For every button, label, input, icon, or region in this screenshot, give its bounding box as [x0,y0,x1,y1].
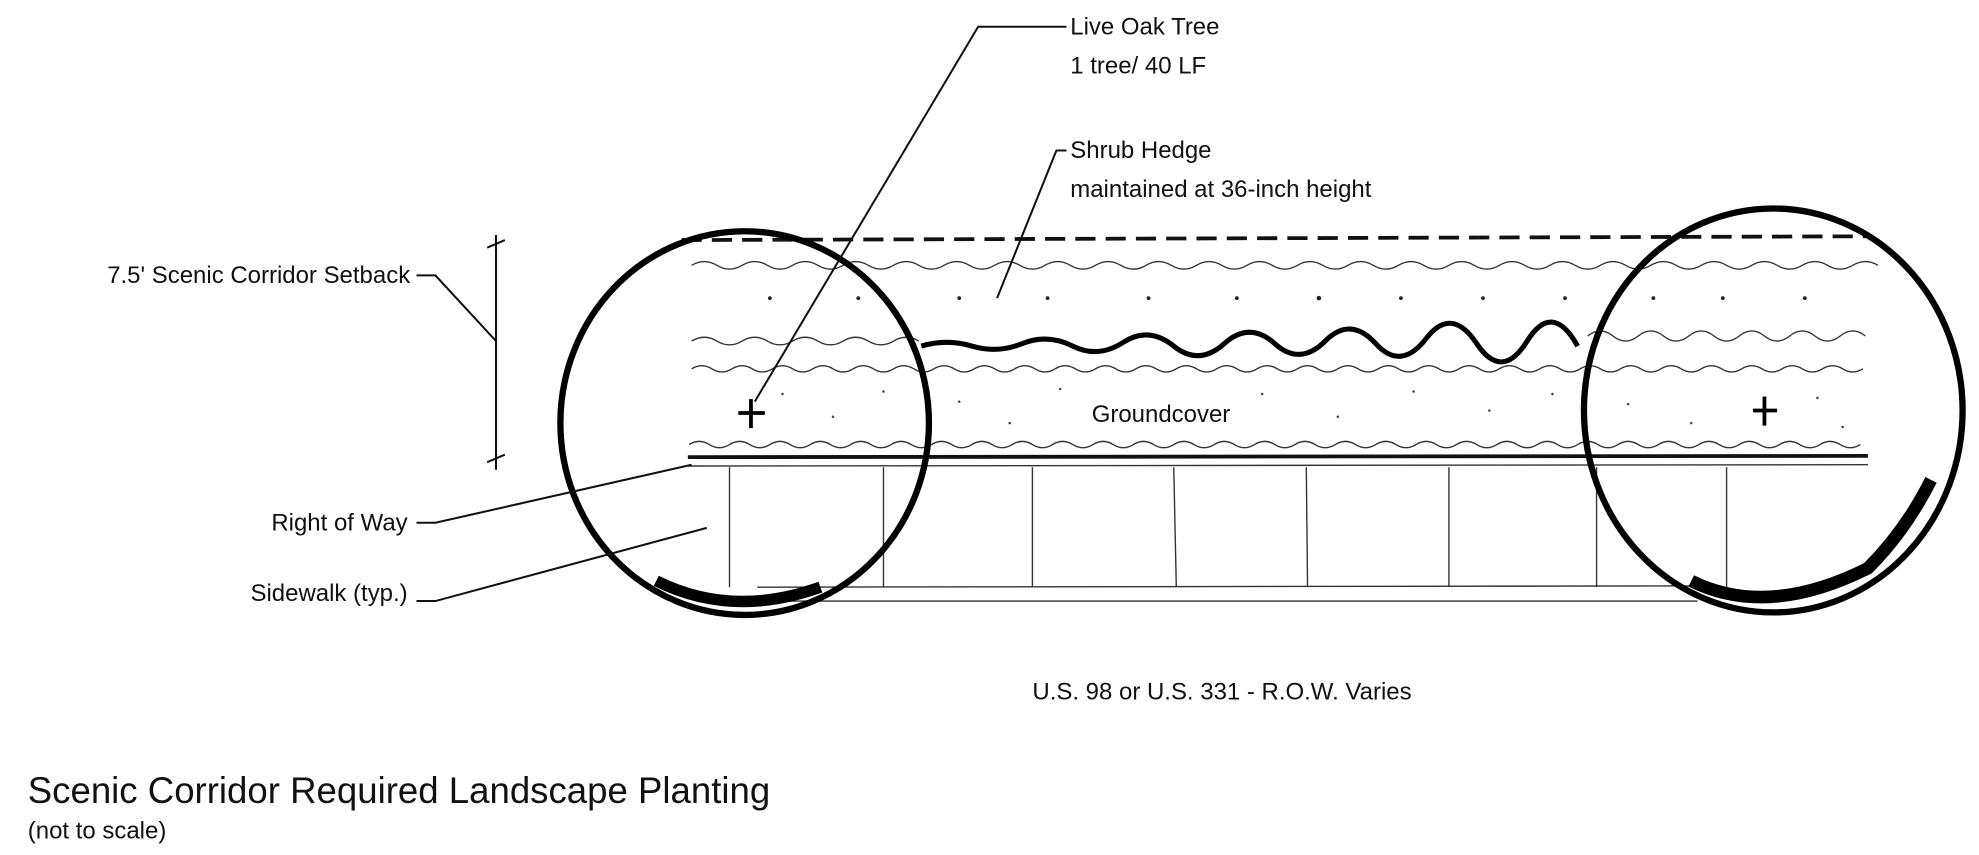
live-oak-tree-right [1580,205,1966,616]
tree-center-plus-icon [1753,396,1778,426]
live-oak-leader [753,25,1067,403]
groundcover-area: Groundcover [688,364,1864,449]
groundcover-label: Groundcover [1092,401,1231,428]
live-oak-label: Live Oak Tree [1070,13,1219,40]
live-oak-spacing: 1 tree/ 40 LF [1070,52,1206,79]
shrub-hedge [681,234,1879,365]
shrub-leader [996,149,1067,299]
setback-dimension [416,235,506,470]
road-label: U.S. 98 or U.S. 331 - R.O.W. Varies [1032,678,1411,705]
live-oak-tree-left [557,228,933,619]
setback-label: 7.5' Scenic Corridor Setback [107,262,411,289]
diagram-title: Scenic Corridor Required Landscape Plant… [28,770,770,811]
sidewalk-leader [416,526,708,603]
right-of-way-label: Right of Way [271,509,407,536]
tree-center-plus-icon [738,399,765,429]
sidewalk-label: Sidewalk (typ.) [250,580,407,607]
shrub-hedge-label: Shrub Hedge [1070,137,1211,164]
shrub-hedge-note: maintained at 36-inch height [1070,176,1371,203]
sidewalk [687,454,1868,602]
diagram-subtitle: (not to scale) [28,817,167,844]
right-of-way-leader [416,463,692,524]
